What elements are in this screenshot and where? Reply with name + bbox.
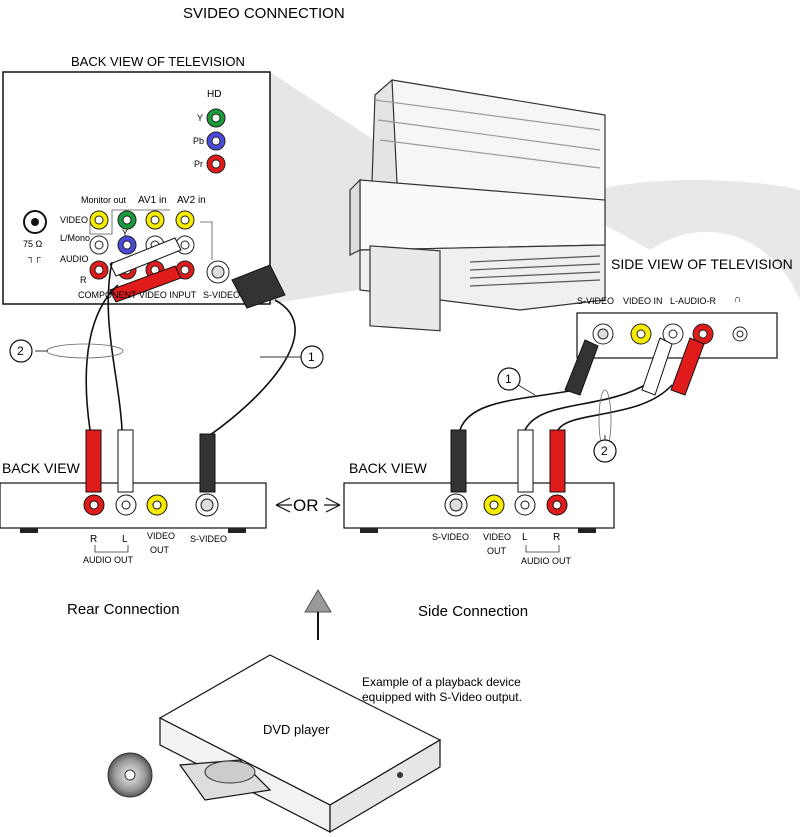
hd-label: HD: [207, 89, 222, 100]
side-s-video-label: S-VIDEO: [577, 296, 615, 306]
back-view-right-title: BACK VIEW: [349, 460, 427, 476]
example-line-1: Example of a playback device: [362, 675, 521, 689]
hd-pb-label: Pb: [193, 136, 205, 146]
right-l-label: L: [522, 532, 528, 543]
video-label: VIDEO: [60, 215, 89, 225]
left-s-video-label: S-VIDEO: [190, 534, 228, 544]
tv-s-video-label: S-VIDEO: [203, 290, 241, 300]
right-s-video-label: S-VIDEO: [432, 532, 470, 542]
left-r-label: R: [90, 534, 98, 545]
side-connection-label: Side Connection: [418, 603, 529, 620]
r-label: R: [80, 275, 87, 285]
or-label: OR: [293, 496, 319, 515]
antenna-label: 75 Ω: [23, 239, 43, 249]
right-audio-out-label: AUDIO OUT: [521, 556, 572, 566]
component-video-input-label: COMPONENT VIDEO INPUT: [78, 290, 197, 300]
callout-2-right: 2: [601, 444, 608, 458]
callout-1-mid: 1: [308, 350, 315, 364]
hd-pr-label: Pr: [194, 159, 203, 169]
tv-back-panel: [2, 71, 271, 305]
monitor-out-label: Monitor out: [81, 195, 127, 205]
rear-connection-label: Rear Connection: [67, 601, 180, 618]
left-audio-out-label: AUDIO OUT: [83, 555, 134, 565]
back-view-tv-title: BACK VIEW OF TELEVISION: [71, 54, 245, 69]
side-video-in-label: VIDEO IN: [623, 296, 663, 306]
dvd-player-label: DVD player: [263, 722, 330, 737]
back-view-left-title: BACK VIEW: [2, 460, 80, 476]
television-illustration: [349, 78, 606, 332]
hd-y-label: Y: [197, 113, 204, 123]
callout-1-right: 1: [505, 372, 512, 386]
left-video-out-label-1: VIDEO: [147, 531, 176, 541]
l-mono-label: L/Mono: [60, 233, 91, 243]
left-l-label: L: [122, 534, 128, 545]
side-swoosh: [560, 180, 800, 300]
antenna-symbol: ┐┌: [28, 252, 41, 262]
headphone-icon: ∩: [734, 294, 742, 305]
callout-1-left: 2: [17, 344, 24, 358]
audio-label: AUDIO: [60, 254, 89, 264]
left-video-out-label-2: OUT: [150, 545, 169, 555]
side-view-tv-title: SIDE VIEW OF TELEVISION: [611, 256, 793, 272]
side-l-audio-r-label: L-AUDIO-R: [670, 296, 717, 306]
av1-in-label: AV1 in: [138, 195, 167, 206]
av2-in-label: AV2 in: [177, 195, 206, 206]
diagram-title: SVIDEO CONNECTION: [183, 5, 345, 22]
right-r-label: R: [553, 532, 561, 543]
right-video-out-label-1: VIDEO: [483, 532, 512, 542]
right-video-out-label-2: OUT: [487, 546, 506, 556]
example-line-2: equipped with S-Video output.: [362, 690, 522, 704]
y-label: Y: [122, 228, 129, 238]
device-right-body: [343, 482, 615, 529]
